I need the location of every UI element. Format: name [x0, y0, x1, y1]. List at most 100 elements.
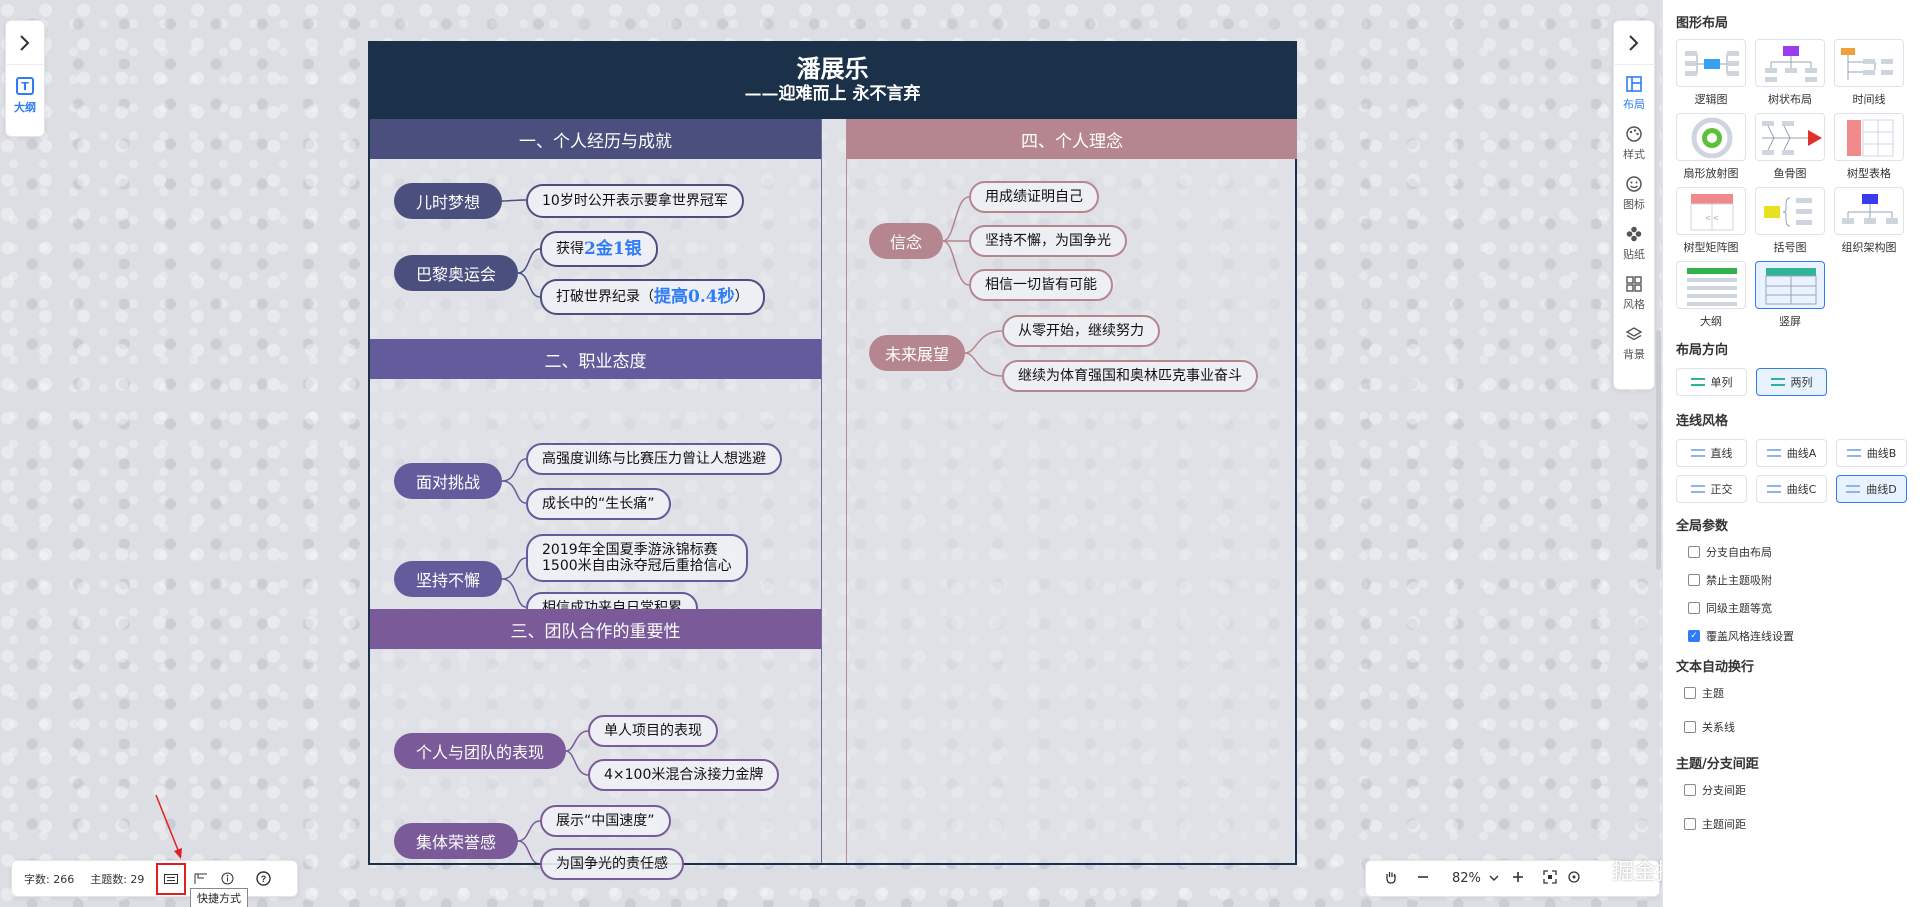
- topic-childhood-dream[interactable]: 儿时梦想: [394, 183, 502, 219]
- direction-double[interactable]: 两列: [1756, 368, 1827, 396]
- subtopic-relay-gold[interactable]: 4×100米混合泳接力金牌: [588, 759, 780, 791]
- checkbox[interactable]: [1688, 546, 1700, 558]
- toolbar-background[interactable]: 背景: [1623, 325, 1645, 365]
- topic-collective-honor[interactable]: 集体荣誉感: [394, 823, 518, 859]
- direction-options: 单列 两列: [1676, 368, 1910, 396]
- line-curve-b[interactable]: 曲线B: [1836, 439, 1907, 467]
- subtopic-china-speed[interactable]: 展示“中国速度”: [540, 805, 671, 837]
- opt-equal-width[interactable]: 同级主题等宽: [1688, 600, 1910, 616]
- checkbox[interactable]: [1688, 602, 1700, 614]
- checkbox[interactable]: [1684, 818, 1696, 830]
- checkbox-checked[interactable]: ✓: [1688, 630, 1700, 642]
- topic-future-outlook[interactable]: 未来展望: [869, 335, 965, 371]
- topic-individual-team[interactable]: 个人与团队的表现: [394, 733, 566, 769]
- subtopic-start-zero[interactable]: 从零开始，继续努力: [1002, 315, 1160, 347]
- subtopic-growing-pains[interactable]: 成长中的“生长痛”: [526, 488, 671, 520]
- section-title-4[interactable]: 四、个人理念: [847, 119, 1297, 159]
- hand-tool-button[interactable]: [1384, 870, 1398, 888]
- layout-tree-matrix[interactable]: < < 树型矩阵图: [1676, 187, 1746, 255]
- mindmap-board[interactable]: 潘展乐 ——迎难而上 永不言弃: [368, 41, 1297, 880]
- topic-paris-olympics[interactable]: 巴黎奥运会: [394, 255, 518, 291]
- topic-perseverance[interactable]: 坚持不懈: [394, 561, 502, 597]
- toolbar-icon[interactable]: 图标: [1623, 175, 1645, 215]
- expand-left-button[interactable]: [5, 21, 45, 65]
- checkbox[interactable]: [1684, 721, 1696, 733]
- wrap-topic[interactable]: 主题: [1684, 685, 1910, 701]
- sidebar-scrollbar[interactable]: [1656, 330, 1661, 570]
- wrap-relation[interactable]: 关系线: [1684, 719, 1910, 735]
- direction-single-label: 单列: [1710, 376, 1733, 389]
- layout-portrait[interactable]: 竖屏: [1755, 261, 1825, 329]
- info-button[interactable]: [216, 868, 238, 890]
- spacing-topic[interactable]: 主题间距: [1684, 816, 1910, 832]
- mindmap-canvas[interactable]: T 大纲 布局 样式 图标 贴纸 风格 背景: [0, 0, 1868, 907]
- subtopic-individual-events[interactable]: 单人项目的表现: [588, 715, 718, 747]
- opt-no-snap[interactable]: 禁止主题吸附: [1688, 572, 1910, 588]
- word-count: 字数: 266: [24, 872, 75, 886]
- line-curve-d[interactable]: 曲线D: [1836, 475, 1907, 503]
- opt-override-lines[interactable]: ✓覆盖风格连线设置: [1688, 628, 1910, 644]
- toolbar-style[interactable]: 样式: [1623, 125, 1645, 165]
- outline-icon: T: [16, 77, 34, 95]
- section-title-3[interactable]: 三、团队合作的重要性: [370, 609, 821, 649]
- zoom-level[interactable]: 82%: [1452, 871, 1481, 886]
- checkbox[interactable]: [1684, 784, 1696, 796]
- zoom-dropdown[interactable]: [1489, 871, 1499, 886]
- mindmap-subtitle: ——迎难而上 永不言弃: [744, 84, 921, 104]
- plus-icon: [1512, 871, 1523, 882]
- zoom-out-button[interactable]: [1416, 870, 1430, 888]
- shortcut-button[interactable]: [156, 862, 187, 895]
- keyboard-icon: [164, 873, 179, 884]
- help-button[interactable]: ?: [252, 868, 274, 890]
- subtopic-pressure[interactable]: 高强度训练与比赛压力曾让人想逃避: [526, 443, 782, 475]
- logic-layout-icon: [1676, 39, 1746, 87]
- line-orthogonal[interactable]: 正交: [1676, 475, 1747, 503]
- subtopic-prove-self[interactable]: 用成绩证明自己: [969, 181, 1099, 213]
- line-straight[interactable]: 直线: [1676, 439, 1747, 467]
- layout-tree-table[interactable]: 树型表格: [1834, 113, 1904, 181]
- collapse-sidebar-button[interactable]: [1613, 21, 1655, 65]
- toolbar-theme[interactable]: 风格: [1623, 275, 1645, 315]
- locate-button[interactable]: [1567, 870, 1581, 888]
- layout-radial[interactable]: 扇形放射图: [1676, 113, 1746, 181]
- checkbox[interactable]: [1684, 687, 1696, 699]
- mindmap-root[interactable]: 潘展乐 ——迎难而上 永不言弃: [370, 43, 1295, 119]
- subtopic-all-possible[interactable]: 相信一切皆有可能: [969, 269, 1113, 301]
- line-curve-a[interactable]: 曲线A: [1756, 439, 1827, 467]
- outline-button[interactable]: T 大纲: [14, 77, 36, 115]
- minimap-button[interactable]: [190, 868, 212, 890]
- subtopic-sports-power[interactable]: 继续为体育强国和奥林匹克事业奋斗: [1002, 360, 1258, 392]
- subtopic-2019-championship[interactable]: 2019年全国夏季游泳锦标赛 1500米自由泳夺冠后重拾信心: [526, 534, 748, 582]
- subtopic-world-record[interactable]: 打破世界纪录（提高0.4秒）: [540, 279, 765, 315]
- topic-belief[interactable]: 信念: [869, 223, 943, 259]
- layout-tree[interactable]: 树状布局: [1755, 39, 1825, 107]
- direction-single[interactable]: 单列: [1676, 368, 1747, 396]
- layout-bracket[interactable]: 括号图: [1755, 187, 1825, 255]
- opt-free-layout[interactable]: 分支自由布局: [1688, 544, 1910, 560]
- line-curve-c[interactable]: 曲线C: [1756, 475, 1827, 503]
- curve-c-icon: [1766, 485, 1781, 493]
- subtopic-persist-honor[interactable]: 坚持不懈，为国争光: [969, 225, 1127, 257]
- section-title-1[interactable]: 一、个人经历与成就: [370, 119, 821, 159]
- zoom-in-button[interactable]: [1511, 870, 1525, 888]
- layout-fishbone[interactable]: 鱼骨图: [1755, 113, 1825, 181]
- subtopic-national-honor[interactable]: 为国争光的责任感: [540, 848, 684, 880]
- layout-timeline[interactable]: 时间线: [1834, 39, 1904, 107]
- topic-facing-challenges[interactable]: 面对挑战: [394, 463, 502, 499]
- subtopic-world-champion[interactable]: 10岁时公开表示要拿世界冠军: [526, 184, 744, 218]
- wrap-topic-label: 主题: [1702, 687, 1724, 700]
- layout-logic[interactable]: 逻辑图: [1676, 39, 1746, 107]
- spacing-branch[interactable]: 分支间距: [1684, 782, 1910, 798]
- section-title-2[interactable]: 二、职业态度: [370, 339, 821, 379]
- line-style-row-2: 正交 曲线C 曲线D: [1676, 475, 1910, 503]
- toolbar-sticker[interactable]: 贴纸: [1623, 225, 1645, 265]
- layout-logic-label: 逻辑图: [1694, 93, 1728, 106]
- layout-org-chart[interactable]: 组织架构图: [1834, 187, 1904, 255]
- checkbox[interactable]: [1688, 574, 1700, 586]
- fit-screen-button[interactable]: [1543, 869, 1557, 888]
- layout-outline[interactable]: 大纲: [1676, 261, 1746, 329]
- toolbar-layout[interactable]: 布局: [1623, 75, 1645, 115]
- spacing-section-title: 主题/分支间距: [1676, 757, 1759, 772]
- curve-d-icon: [1846, 485, 1861, 493]
